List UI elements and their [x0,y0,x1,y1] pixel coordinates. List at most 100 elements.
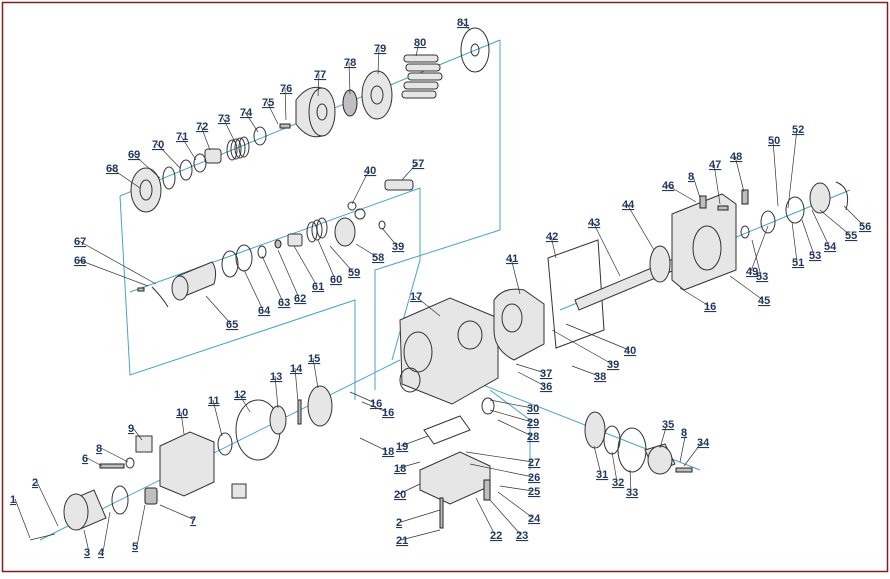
leader-line-77 [317,73,320,97]
leader-line-45 [729,275,764,301]
leader-line-49 [750,225,769,272]
part-label-8: 8 [688,171,694,183]
leader-line-30 [489,399,533,409]
part-label-61: 61 [312,281,324,293]
part-label-7: 7 [190,515,196,527]
part-label-57: 57 [412,158,424,170]
leader-line-27 [465,451,534,463]
leader-line-16 [349,391,376,404]
leader-line-28 [497,419,533,437]
leader-line-53 [751,239,762,277]
part-label-16: 16 [704,301,716,313]
leader-line-71 [180,135,197,161]
leader-line-1 [14,498,31,539]
part-label-22: 22 [490,530,502,542]
leader-line-3 [83,529,90,553]
part-label-17: 17 [410,291,422,303]
part-17-housing [399,297,499,405]
leader-line-12 [238,393,251,413]
part-14-pin [297,399,302,425]
leader-line-76 [284,87,287,121]
part-label-45: 45 [758,295,770,307]
part-label-13: 13 [270,371,282,383]
leader-line-62 [277,249,300,299]
part-74-ring [253,126,267,146]
part-15-bearing [307,385,333,427]
leader-line-19 [400,435,429,447]
leader-line-21 [400,529,441,541]
part-label-79: 79 [374,43,386,55]
part-label-39: 39 [392,241,404,253]
leader-line-75 [266,101,279,125]
part-label-66: 66 [74,255,86,267]
leader-line-80 [415,41,420,57]
leader-line-66 [78,259,149,287]
part-label-47: 47 [709,159,721,171]
leader-line-65 [205,295,232,325]
leader-line-38 [571,365,600,377]
leader-line-2 [36,481,59,527]
part-79-plate [361,70,393,120]
part-label-4: 4 [98,547,105,559]
part-label-76: 76 [280,83,292,95]
leader-line-52 [787,128,798,209]
control-piston-parts [137,179,414,308]
leader-line-61 [293,245,318,287]
part-label-40: 40 [624,345,636,357]
leader-line-15 [312,357,319,389]
leader-line-13 [274,375,279,409]
leader-line-11 [212,399,223,437]
leader-line-64 [243,269,264,311]
part-label-2: 2 [32,477,38,489]
part-label-1: 1 [10,494,16,506]
part-label-43: 43 [588,217,600,229]
part-10-block [159,431,215,497]
leader-line-37 [515,363,546,374]
leader-line-18 [398,461,421,469]
part-label-53: 53 [756,271,768,283]
leader-line-46 [666,184,697,203]
part-label-73: 73 [218,113,230,125]
leader-line-10 [180,411,185,435]
part-label-5: 5 [132,541,138,553]
leader-line-23 [489,499,522,536]
part-label-15: 15 [308,353,320,365]
leader-line-79 [377,47,380,75]
leader-line-33 [629,469,632,493]
leader-line-51 [791,221,798,263]
part-label-72: 72 [196,121,208,133]
leader-line-5 [136,504,146,547]
leader-line-8 [692,175,701,199]
part-64-ring [235,244,253,272]
part-label-49: 49 [746,266,758,278]
leader-line-39 [381,227,398,247]
part-label-33: 33 [626,487,638,499]
part-13-bearing [269,405,287,435]
part-68-swashplate [130,167,162,213]
part-label-56: 56 [859,221,871,233]
part-label-71: 71 [176,131,188,143]
part-plug [231,483,247,499]
part-label-53: 53 [809,250,821,262]
part-71-ring [193,153,207,173]
part-label-25: 25 [528,486,540,498]
leader-line-16 [679,287,710,307]
part-label-80: 80 [414,37,426,49]
leader-line-44 [626,203,655,251]
part-label-35: 35 [662,419,674,431]
part-5-valve [144,487,158,505]
part-label-3: 3 [84,547,90,559]
part-label-23: 23 [516,530,528,542]
part-label-81: 81 [457,17,469,29]
leader-line-68 [110,167,141,189]
part-label-39: 39 [607,359,619,371]
leader-line-26 [469,463,534,478]
leader-line-57 [401,162,418,181]
leader-line-8 [100,447,129,463]
leader-line-58 [355,243,378,258]
part-label-52: 52 [792,124,804,136]
part-label-30: 30 [527,403,539,415]
leader-line-20 [398,483,421,495]
part-label-64: 64 [258,305,271,317]
part-76-pin [279,123,291,129]
